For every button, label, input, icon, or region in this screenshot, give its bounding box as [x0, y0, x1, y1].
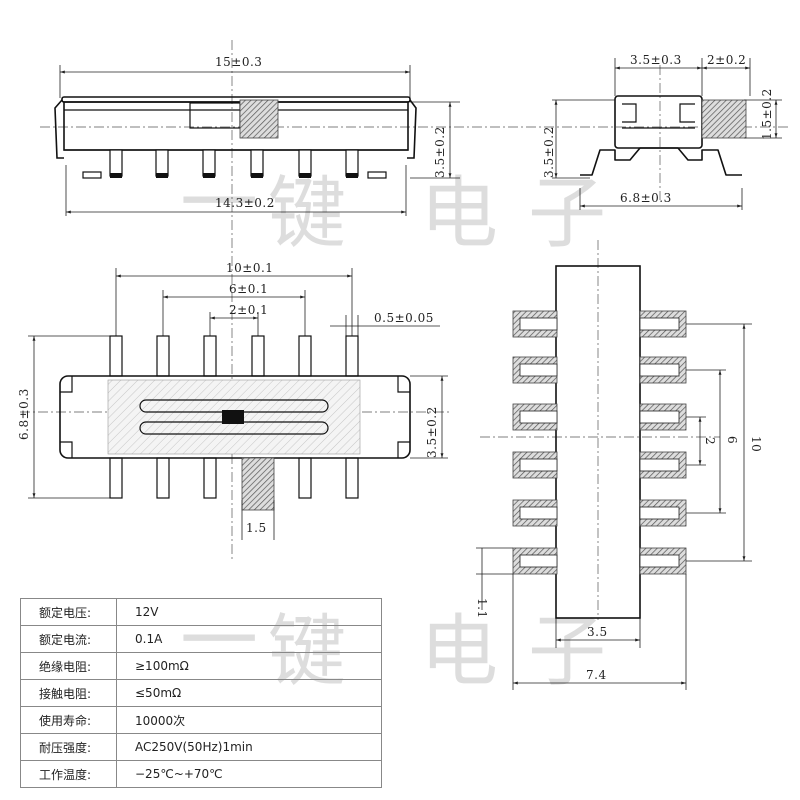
dim-overall-length: 15±0.3 — [215, 55, 262, 69]
watermark-char: 子 — [528, 607, 606, 697]
table-row: 工作温度: −25℃~+70℃ — [20, 760, 382, 788]
table-row: 额定电压: 12V — [20, 598, 382, 626]
dim-end-lead-width: 6.8±0.3 — [620, 191, 672, 205]
spec-value: 12V — [116, 598, 382, 626]
top-pins-upper — [109, 335, 359, 377]
dim-fp-pad-width: 1.1 — [475, 598, 489, 619]
spec-value: AC250V(50Hz)1min — [116, 733, 382, 761]
table-row: 额定电流: 0.1A — [20, 625, 382, 653]
spec-value: ≥100mΩ — [116, 652, 382, 680]
dim-fp-span-6: 6 — [725, 436, 739, 444]
end-view: 3.5±0.3 2±0.2 6.8±0.3 1.5±0.2 3.5±0.2 — [542, 53, 782, 210]
table-row: 耐压强度: AC250V(50Hz)1min — [20, 733, 382, 761]
watermark-char: 键 — [268, 169, 346, 259]
spec-label: 额定电压: — [20, 598, 117, 626]
watermark-char: 子 — [528, 169, 606, 259]
top-pins-lower — [109, 457, 359, 499]
dim-end-body-width: 3.5±0.3 — [630, 53, 682, 67]
spec-label: 额定电流: — [20, 625, 117, 653]
dim-fp-overall: 7.4 — [586, 668, 607, 682]
dim-end-actuator-height: 1.5±0.2 — [760, 88, 774, 140]
dim-pin-width: 0.5±0.05 — [374, 311, 434, 325]
table-row: 使用寿命: 10000次 — [20, 706, 382, 734]
spec-value: 0.1A — [116, 625, 382, 653]
table-row: 绝缘电阻: ≥100mΩ — [20, 652, 382, 680]
dim-fp-span-2: 2 — [703, 437, 717, 445]
side-view: 15±0.3 14.3±0.2 3.5±0.2 — [54, 55, 460, 216]
spec-label: 使用寿命: — [20, 706, 117, 734]
spec-table: 额定电压: 12V 额定电流: 0.1A 绝缘电阻: ≥100mΩ 接触电阻: … — [20, 598, 382, 788]
dim-pitch-outer: 10±0.1 — [226, 261, 273, 275]
dim-end-actuator-length: 2±0.2 — [707, 53, 746, 67]
footprint-view: 10 6 2 1.1 3.5 7.4 — [475, 265, 763, 690]
spec-value: −25℃~+70℃ — [116, 760, 382, 788]
dim-fp-span-10: 10 — [749, 436, 763, 452]
dim-overall-width: 6.8±0.3 — [17, 388, 31, 440]
top-view: 10±0.1 6±0.1 2±0.1 0.5±0.05 — [17, 261, 448, 540]
dim-pitch-inner: 2±0.1 — [229, 303, 268, 317]
dim-actuator-width: 1.5 — [246, 521, 267, 535]
dim-lead-span: 14.3±0.2 — [215, 196, 275, 210]
dim-fp-inner-gap: 3.5 — [587, 625, 608, 639]
dim-side-height: 3.5±0.2 — [433, 126, 447, 178]
watermark-char: 电 — [420, 169, 498, 259]
watermark-char: 一 — [180, 159, 258, 249]
spec-value: 10000次 — [116, 706, 382, 734]
side-pins — [82, 149, 387, 179]
spec-label: 耐压强度: — [20, 733, 117, 761]
spec-label: 工作温度: — [20, 760, 117, 788]
footprint-pads-right — [639, 310, 687, 575]
spec-label: 接触电阻: — [20, 679, 117, 707]
dim-pitch-mid: 6±0.1 — [229, 282, 268, 296]
dim-end-height: 3.5±0.2 — [542, 126, 556, 178]
watermark-char: 电 — [420, 607, 498, 697]
spec-label: 绝缘电阻: — [20, 652, 117, 680]
spec-value: ≤50mΩ — [116, 679, 382, 707]
table-row: 接触电阻: ≤50mΩ — [20, 679, 382, 707]
footprint-pads-left — [512, 310, 558, 575]
dim-top-body-width: 3.5±0.2 — [425, 406, 439, 458]
